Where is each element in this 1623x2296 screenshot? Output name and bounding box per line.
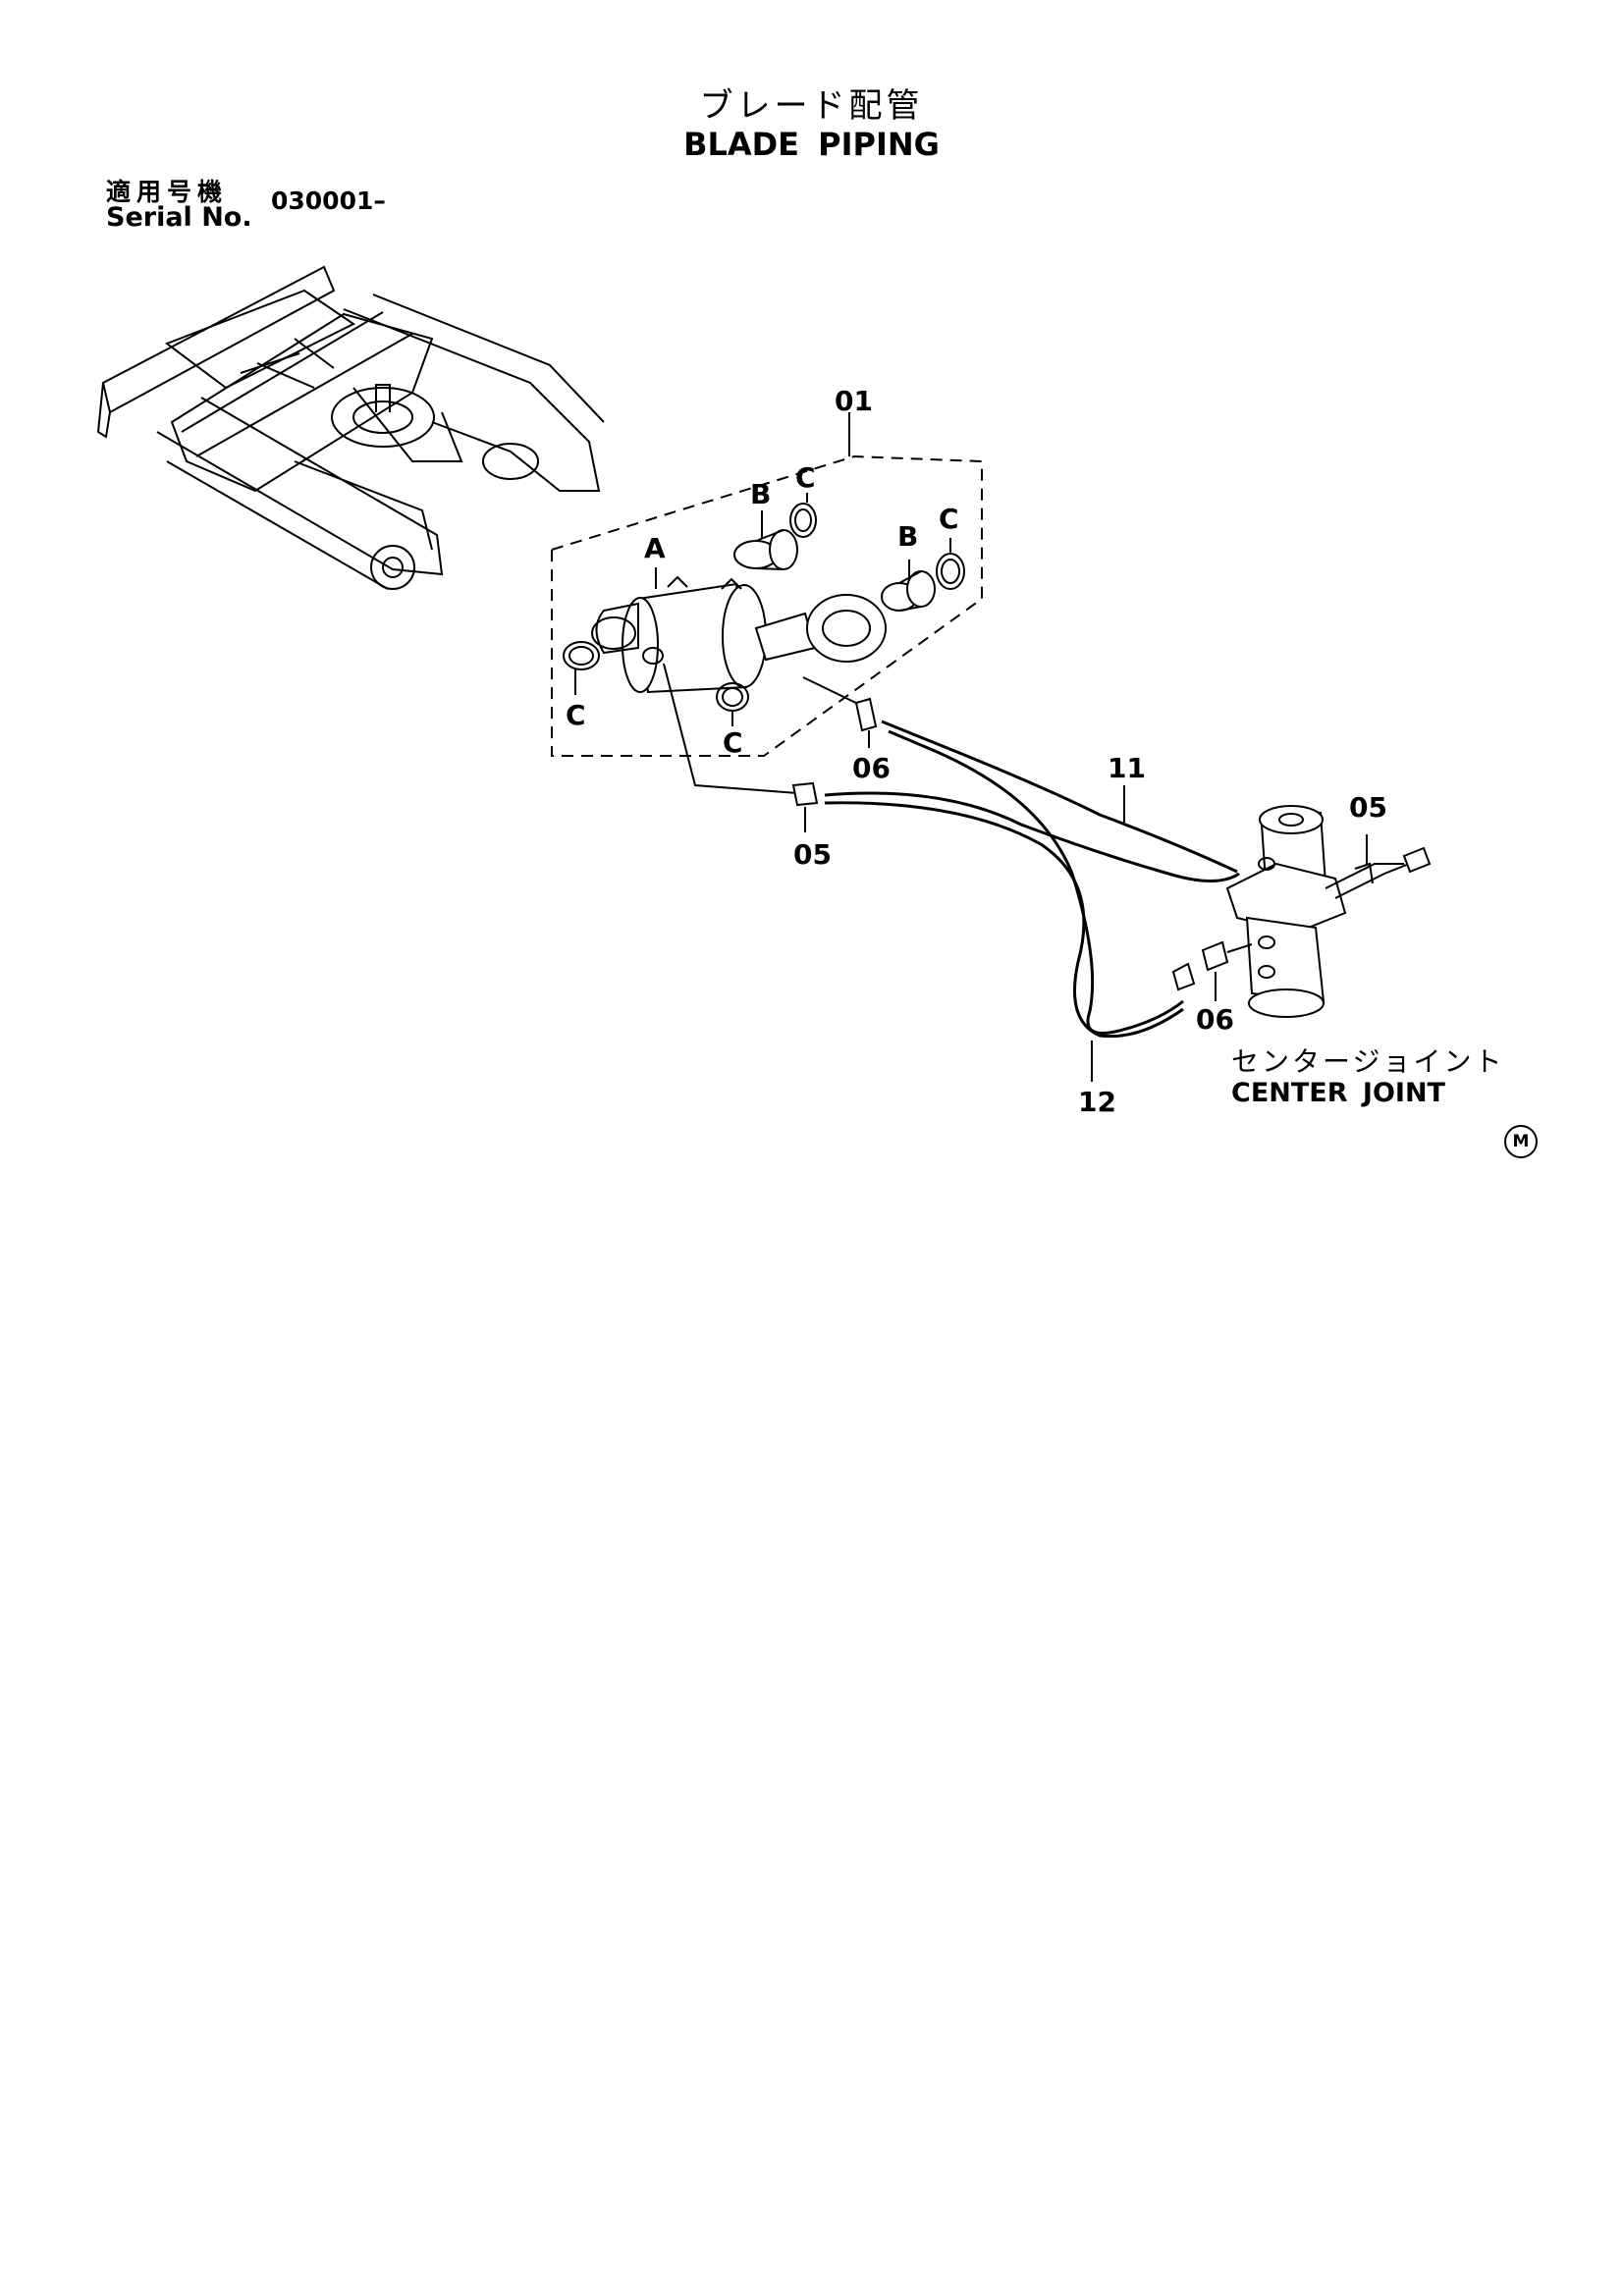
- callout-06-right: 06: [1196, 1003, 1234, 1036]
- center-joint-illustration: [1225, 805, 1432, 1018]
- seal-c-lower: [716, 682, 749, 712]
- seal-c-upper: [789, 503, 817, 538]
- bushing-b-right: [881, 570, 936, 612]
- page-title: BLADE PIPING: [683, 126, 940, 163]
- callout-c-upper: C: [795, 461, 816, 494]
- hose-11-lower: [824, 791, 1240, 882]
- center-joint-label-japanese: センタージョイント: [1231, 1045, 1505, 1078]
- callout-01: 01: [835, 385, 873, 417]
- seal-c-right: [936, 553, 965, 590]
- callout-12: 12: [1078, 1086, 1116, 1118]
- serial-number-value: 030001–: [271, 187, 386, 215]
- callout-05-right: 05: [1349, 791, 1387, 824]
- hose-11: [881, 720, 1238, 874]
- hose-12: [824, 801, 1184, 1039]
- fitting-06-upper: [802, 676, 878, 748]
- fitting-06-right: [1171, 940, 1253, 1001]
- center-joint-label: CENTER JOINT: [1231, 1078, 1445, 1108]
- hose-12-upper: [888, 729, 1184, 1035]
- callout-b-upper: B: [750, 478, 772, 510]
- serial-label: Serial No.: [106, 202, 252, 233]
- blade-cylinder: [591, 575, 887, 694]
- callout-05-left: 05: [793, 838, 832, 871]
- model-mark-badge: M: [1504, 1125, 1538, 1158]
- undercarriage-illustration: [96, 265, 605, 590]
- fitting-05-left: [663, 663, 819, 832]
- seal-c-left: [563, 641, 600, 670]
- kit-boundary: [551, 454, 983, 757]
- callout-b-right: B: [897, 520, 919, 553]
- serial-label-japanese: 適用号機: [106, 178, 229, 206]
- bushing-b-upper: [733, 529, 798, 570]
- page-title-japanese: ブレード配管: [699, 86, 924, 126]
- callout-c-left: C: [566, 699, 586, 731]
- callout-a: A: [644, 532, 666, 564]
- callout-11: 11: [1108, 752, 1146, 784]
- callout-c-right: C: [939, 503, 959, 535]
- callout-06-upper: 06: [852, 752, 891, 784]
- callout-c-lower: C: [723, 726, 743, 759]
